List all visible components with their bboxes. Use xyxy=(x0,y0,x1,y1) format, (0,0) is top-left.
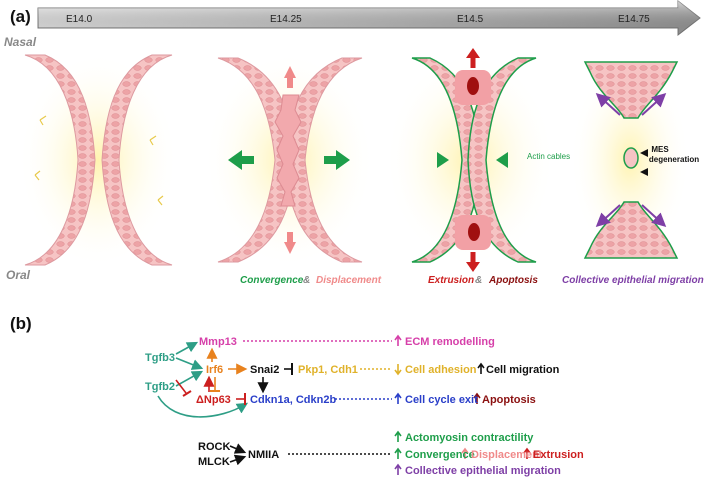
caption-displacement: Displacement xyxy=(316,275,382,286)
node-tgfb2: Tgfb2 xyxy=(145,381,175,393)
outcome-cell-adhesion: Cell adhesion xyxy=(405,364,477,376)
node-cdkn1a-cdkn2b: Cdkn1a, Cdkn2b xyxy=(250,394,336,406)
outcome-cell-cycle-exit: Cell cycle exit xyxy=(405,394,478,406)
outcome-up-arrows xyxy=(394,334,531,475)
timeline-label-e14-0: E14.0 xyxy=(66,14,93,25)
actin-cables-label: Actin cables xyxy=(527,152,570,161)
outcome-convergence: Convergence xyxy=(405,449,475,461)
panel-a-label: (a) xyxy=(10,7,31,26)
node-dnp63: ΔNp63 xyxy=(196,394,231,406)
node-snai2: Snai2 xyxy=(250,364,279,376)
stage-2-illustration xyxy=(204,52,374,268)
caption-convergence: Convergence xyxy=(240,275,304,286)
timeline-label-e14-5: E14.5 xyxy=(457,14,484,25)
caption-amp-1: & xyxy=(303,275,310,286)
mes-label-line-1: MES xyxy=(651,145,669,154)
timeline-label-e14-25: E14.25 xyxy=(270,14,302,25)
timeline-arrow xyxy=(37,0,701,37)
node-pkp1-cdh1: Pkp1, Cdh1 xyxy=(298,364,358,376)
outcome-extrusion: Extrusion xyxy=(533,449,584,461)
panel-b-label: (b) xyxy=(10,314,32,333)
caption-amp-2: & xyxy=(475,275,482,286)
node-irf6: Irf6 xyxy=(206,364,223,376)
node-mlck: MLCK xyxy=(198,456,230,468)
stage-4-illustration xyxy=(570,55,690,265)
outcome-apoptosis: Apoptosis xyxy=(482,394,536,406)
caption-apoptosis: Apoptosis xyxy=(488,275,538,286)
node-rock: ROCK xyxy=(198,441,230,453)
oral-label: Oral xyxy=(6,268,31,282)
outcome-actomyosin: Actomyosin contractility xyxy=(405,432,534,444)
mes-label-line-2: degeneration xyxy=(649,155,699,164)
node-mmp13: Mmp13 xyxy=(199,336,237,348)
outcome-ecm-remodelling: ECM remodelling xyxy=(405,336,495,348)
stage-1-illustration xyxy=(18,52,178,268)
dotted-connectors xyxy=(243,340,392,455)
outcome-cell-migration: Cell migration xyxy=(486,364,560,376)
caption-extrusion: Extrusion xyxy=(428,275,474,286)
outcome-collective-migration: Collective epithelial migration xyxy=(405,465,561,477)
stage-3-illustration xyxy=(385,48,555,272)
outcome-displacement: Displacement xyxy=(471,449,543,461)
pathway-edges xyxy=(157,341,293,466)
caption-collective-migration: Collective epithelial migration xyxy=(562,275,704,286)
nasal-label: Nasal xyxy=(4,35,37,49)
timeline-label-e14-75: E14.75 xyxy=(618,14,650,25)
node-nmiia: NMIIA xyxy=(248,449,279,461)
node-tgfb3: Tgfb3 xyxy=(145,352,175,364)
